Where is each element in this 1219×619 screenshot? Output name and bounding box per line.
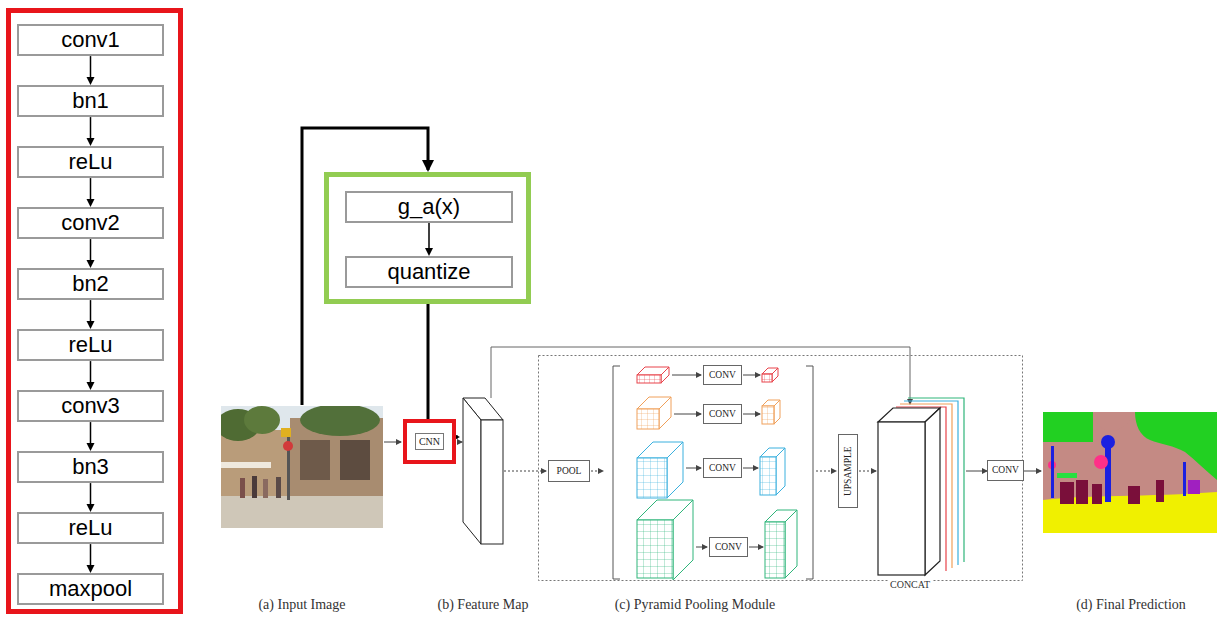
flow-connector xyxy=(90,300,92,322)
flow-arrow xyxy=(591,471,603,472)
arrow-head xyxy=(87,138,95,146)
compression-outline xyxy=(327,175,529,302)
arrow-head xyxy=(87,382,95,390)
row-arrows xyxy=(672,375,763,547)
arrow-head xyxy=(87,321,95,329)
bracket xyxy=(806,366,813,579)
backbone-box: CNN xyxy=(403,419,456,464)
node-text: bn3 xyxy=(72,455,109,479)
flow-connector xyxy=(90,483,92,505)
arrow-head xyxy=(425,248,433,256)
node-text: CONV xyxy=(992,465,1019,475)
flow-arrow xyxy=(457,442,462,443)
flow-arrow xyxy=(816,471,836,472)
node-text: bn2 xyxy=(72,272,109,296)
node-text: CONV xyxy=(709,370,736,380)
flow-arrow xyxy=(384,442,401,443)
segmentation-image xyxy=(1043,412,1217,533)
node-text: quantize xyxy=(387,260,470,284)
flow-connector xyxy=(90,544,92,566)
node-text: reLu xyxy=(68,150,112,174)
flow-arrow xyxy=(504,471,546,472)
node-text: conv3 xyxy=(61,394,120,418)
node-text: reLu xyxy=(68,333,112,357)
input-image xyxy=(221,406,383,528)
concat-volume xyxy=(878,398,964,575)
node-text: CNN xyxy=(415,433,444,450)
flow-arrow xyxy=(859,471,876,472)
node-text: POOL xyxy=(557,466,582,476)
node-text: maxpool xyxy=(49,577,132,601)
arrow-head xyxy=(87,77,95,85)
operation-box: POOL xyxy=(548,460,590,482)
flow-connector xyxy=(90,422,92,444)
layer-box: reLu xyxy=(17,512,164,544)
layer-box: bn3 xyxy=(17,451,164,483)
node-text: UPSAMPLE xyxy=(843,446,853,496)
backbone-outline xyxy=(9,11,181,612)
panel-caption: (b) Feature Map xyxy=(436,597,531,613)
arrow-head xyxy=(87,504,95,512)
node-text: g_a(x) xyxy=(398,195,460,219)
flow-arrow xyxy=(1024,471,1041,472)
bracket xyxy=(613,366,620,579)
node-text: reLu xyxy=(68,516,112,540)
operation-box: CONV xyxy=(709,537,748,557)
node-text: conv2 xyxy=(61,211,120,235)
stage-label: CONCAT xyxy=(888,579,932,590)
flow-connector xyxy=(90,361,92,383)
quantized-arrow xyxy=(428,304,458,437)
layer-box: conv1 xyxy=(17,24,164,56)
arrow-head xyxy=(87,443,95,451)
arrow-head xyxy=(87,199,95,207)
operation-box: CONV xyxy=(703,365,742,385)
operation-box: CONV xyxy=(703,458,742,478)
node-text: conv1 xyxy=(61,28,120,52)
node-text: bn1 xyxy=(72,89,109,113)
layer-box: g_a(x) xyxy=(345,191,513,223)
feature-map xyxy=(463,398,503,544)
layer-box: quantize xyxy=(345,256,513,288)
panel-caption: (d) Final Prediction xyxy=(1074,597,1188,613)
node-text: CONV xyxy=(715,542,742,552)
operation-box: CONV xyxy=(987,460,1024,481)
layer-box: maxpool xyxy=(17,573,164,605)
arrow-head xyxy=(87,260,95,268)
flow-connector xyxy=(428,223,430,249)
layer-box: bn2 xyxy=(17,268,164,300)
operation-box: CONV xyxy=(703,404,742,424)
layer-box: reLu xyxy=(17,146,164,178)
layer-box: conv2 xyxy=(17,207,164,239)
layer-box: reLu xyxy=(17,329,164,361)
operation-box: UPSAMPLE xyxy=(838,434,858,508)
module-outline xyxy=(539,356,1023,581)
panel-caption: (c) Pyramid Pooling Module xyxy=(613,597,778,613)
flow-connector xyxy=(90,117,92,139)
node-text: CONV xyxy=(709,409,736,419)
layer-box: bn1 xyxy=(17,85,164,117)
pooled-cuboids xyxy=(637,367,797,580)
flow-connector xyxy=(90,56,92,78)
layer-box: conv3 xyxy=(17,390,164,422)
panel-caption: (a) Input Image xyxy=(256,597,347,613)
flow-connector xyxy=(90,178,92,200)
arrow-head xyxy=(87,565,95,573)
flow-connector xyxy=(90,239,92,261)
flow-arrow xyxy=(966,471,987,472)
node-text: CONV xyxy=(709,463,736,473)
